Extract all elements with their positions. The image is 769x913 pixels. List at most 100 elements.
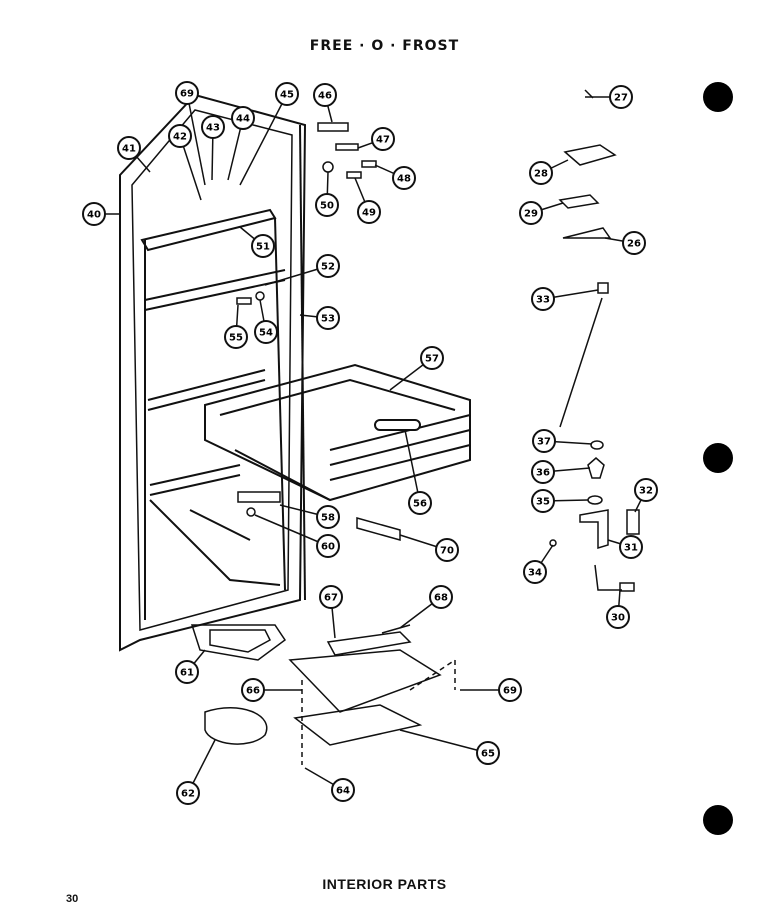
crisper-drawer <box>204 363 471 502</box>
callout-bubble <box>634 478 658 502</box>
callout-bubble <box>251 234 275 258</box>
callout-number: 45 <box>280 90 294 101</box>
callout-45: 45 <box>239 82 299 186</box>
callout-52: 52 <box>264 254 340 286</box>
callout-bubble <box>82 202 106 226</box>
callout-33: 33 <box>531 287 599 311</box>
cabinet-liner <box>119 93 307 652</box>
callout-29: 29 <box>519 201 564 225</box>
callout-28: 28 <box>529 159 569 185</box>
callout-bubble <box>429 585 453 609</box>
callout-layer: 2728292633373635323134304647484950454443… <box>82 81 658 805</box>
callout-51: 51 <box>239 226 275 258</box>
callout-34: 34 <box>523 544 554 584</box>
callout-bubble <box>408 491 432 515</box>
callout-bubble <box>241 678 265 702</box>
callout-bubble <box>519 201 543 225</box>
callout-65: 65 <box>399 729 500 765</box>
callout-49: 49 <box>354 177 381 224</box>
callout-number: 51 <box>256 242 270 253</box>
binder-hole-middle <box>703 443 733 473</box>
callout-44: 44 <box>227 106 255 181</box>
callout-bubble <box>331 778 355 802</box>
callout-number: 33 <box>536 295 550 306</box>
callout-bubble <box>224 325 248 349</box>
callout-41: 41 <box>117 136 151 173</box>
callout-bubble <box>609 85 633 109</box>
callout-bubble <box>313 83 337 107</box>
callout-bubble <box>498 678 522 702</box>
callout-bubble <box>606 605 630 629</box>
callout-number: 61 <box>180 668 194 679</box>
callout-number: 31 <box>624 543 638 554</box>
callout-53: 53 <box>299 306 340 330</box>
callout-31: 31 <box>607 535 643 559</box>
callout-bubble <box>316 534 340 558</box>
callout-55: 55 <box>224 304 248 349</box>
callout-number: 65 <box>481 749 495 760</box>
callout-bubble <box>175 660 199 684</box>
callout-number: 57 <box>425 354 439 365</box>
callout-26: 26 <box>604 231 646 255</box>
callout-number: 53 <box>321 314 335 325</box>
callout-66: 66 <box>241 678 302 702</box>
leader-line <box>239 93 288 186</box>
callout-27: 27 <box>585 85 633 109</box>
callout-30: 30 <box>606 589 630 629</box>
callout-bubble <box>316 306 340 330</box>
callout-number: 30 <box>611 613 625 624</box>
callout-number: 48 <box>397 174 411 185</box>
callout-number: 62 <box>181 789 195 800</box>
binder-hole-top <box>703 82 733 112</box>
callout-bubble <box>531 460 555 484</box>
callout-bubble <box>201 115 225 139</box>
callout-58: 58 <box>279 504 340 529</box>
callout-bubble <box>275 82 299 106</box>
callout-number: 47 <box>376 135 390 146</box>
callout-bubble <box>531 287 555 311</box>
leader-line <box>404 429 421 504</box>
callout-bubble <box>316 505 340 529</box>
callout-number: 40 <box>87 210 101 221</box>
callout-number: 66 <box>246 686 260 697</box>
callout-68: 68 <box>399 585 453 629</box>
callout-bubble <box>435 538 459 562</box>
callout-bubble <box>316 254 340 278</box>
callout-bubble <box>532 429 556 453</box>
binder-hole-bottom <box>703 805 733 835</box>
callout-bubble <box>371 127 395 151</box>
callout-bubble <box>619 535 643 559</box>
callout-37: 37 <box>532 429 593 453</box>
callout-47: 47 <box>357 127 395 151</box>
callout-number: 50 <box>320 201 334 212</box>
callout-number: 46 <box>318 91 332 102</box>
callout-number: 32 <box>639 486 653 497</box>
callout-35: 35 <box>531 489 589 513</box>
callout-bubble <box>231 106 255 130</box>
callout-bubble <box>176 781 200 805</box>
leader-line <box>254 514 329 547</box>
callout-57: 57 <box>389 346 444 391</box>
callout-62: 62 <box>176 739 216 805</box>
callout-69: 69 <box>175 81 206 186</box>
callout-number: 34 <box>528 568 542 579</box>
callout-number: 44 <box>236 114 250 125</box>
callout-69b: 69 <box>460 678 522 702</box>
callout-48: 48 <box>374 164 416 190</box>
callout-number: 69 <box>180 89 194 100</box>
callout-bubble <box>392 166 416 190</box>
callout-bubble <box>315 193 339 217</box>
callout-number: 69 <box>503 686 517 697</box>
callout-bubble <box>622 231 646 255</box>
callout-bubble <box>168 124 192 148</box>
callout-bubble <box>319 585 343 609</box>
callout-bubble <box>529 161 553 185</box>
callout-61: 61 <box>175 649 206 684</box>
callout-bubble <box>357 200 381 224</box>
callout-number: 58 <box>321 513 335 524</box>
callout-number: 67 <box>324 593 338 604</box>
callout-number: 68 <box>434 593 448 604</box>
callout-56: 56 <box>404 429 432 515</box>
callout-bubble <box>531 489 555 513</box>
callout-46: 46 <box>313 83 337 123</box>
